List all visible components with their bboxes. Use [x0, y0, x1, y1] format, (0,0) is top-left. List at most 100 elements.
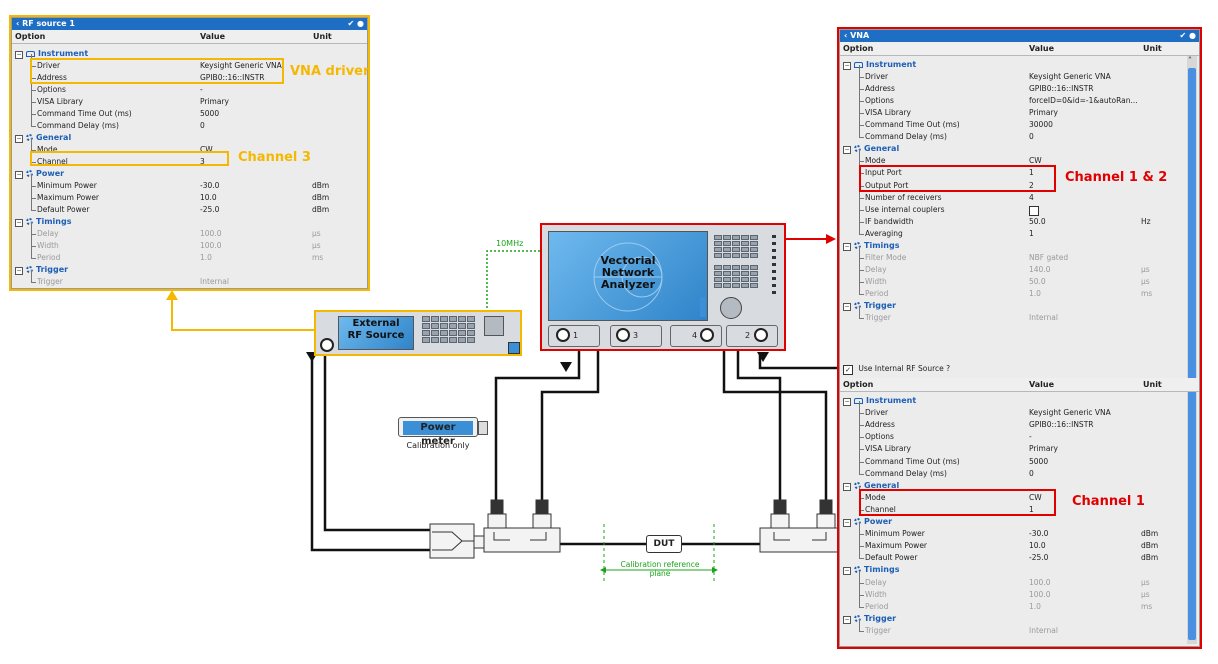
- property-row[interactable]: Command Time Out (ms)5000: [840, 449, 1199, 468]
- property-value[interactable]: GPIB0::16::INSTR: [1029, 420, 1094, 430]
- property-value[interactable]: 10.0: [1029, 541, 1046, 551]
- property-value[interactable]: Keysight Generic VNA: [1029, 72, 1111, 82]
- property-value[interactable]: CW: [1029, 492, 1042, 502]
- collapse-toggle-icon[interactable]: −: [15, 51, 23, 59]
- back-chevron-icon[interactable]: ‹: [16, 19, 20, 28]
- property-value[interactable]: 0: [1029, 132, 1034, 142]
- property-row[interactable]: Command Delay (ms)0: [840, 461, 1199, 480]
- section-header[interactable]: −Instrument: [840, 395, 1199, 407]
- ext-source-power-button[interactable]: [508, 342, 520, 354]
- property-value[interactable]: 5000: [1029, 456, 1049, 466]
- property-value[interactable]: -30.0: [1029, 529, 1049, 539]
- vna-port-1[interactable]: [556, 328, 570, 342]
- property-value[interactable]: Keysight Generic VNA: [200, 61, 282, 70]
- collapse-toggle-icon[interactable]: −: [843, 615, 851, 624]
- property-value[interactable]: 1.0: [200, 253, 212, 262]
- section-header[interactable]: −General: [12, 132, 367, 144]
- property-value[interactable]: 1: [1029, 504, 1034, 514]
- property-value[interactable]: 30000: [1029, 120, 1053, 130]
- property-value[interactable]: 1: [1029, 228, 1034, 238]
- vna-port-2[interactable]: [754, 328, 768, 342]
- collapse-toggle-icon[interactable]: −: [843, 398, 851, 406]
- ext-source-output-port[interactable]: [320, 338, 334, 352]
- property-value[interactable]: CW: [1029, 156, 1042, 166]
- property-value[interactable]: 1.0: [1029, 601, 1041, 611]
- property-value[interactable]: Primary: [1029, 444, 1058, 454]
- property-value[interactable]: -30.0: [200, 181, 220, 190]
- vna-side-button[interactable]: [700, 297, 706, 317]
- vna-port-3[interactable]: [616, 328, 630, 342]
- vna-scrollbar[interactable]: ˄: [1187, 56, 1197, 644]
- property-row[interactable]: Options-: [12, 78, 367, 96]
- rf-panel-title-bar[interactable]: ‹ RF source 1 ✔ ●: [12, 18, 367, 30]
- property-value[interactable]: 0: [200, 121, 205, 130]
- vna-panel-title-bar[interactable]: ‹ VNA ✔ ●: [840, 30, 1199, 42]
- property-value[interactable]: GPIB0::16::INSTR: [1029, 84, 1094, 94]
- collapse-toggle-icon[interactable]: −: [843, 146, 851, 155]
- property-value[interactable]: forceID=0&id=-1&autoRan...: [1029, 96, 1138, 106]
- property-value[interactable]: 3: [200, 157, 205, 166]
- property-value[interactable]: Internal: [1029, 313, 1058, 323]
- vna-port-4[interactable]: [700, 328, 714, 342]
- collapse-toggle-icon[interactable]: −: [843, 482, 851, 491]
- vna-knob[interactable]: [720, 297, 742, 319]
- section-header[interactable]: −Instrument: [12, 48, 367, 60]
- property-value[interactable]: GPIB0::16::INSTR: [200, 73, 265, 82]
- property-value[interactable]: NBF gated: [1029, 252, 1069, 262]
- section-header[interactable]: −Power: [840, 516, 1199, 528]
- property-value[interactable]: -: [200, 85, 203, 94]
- power-meter[interactable]: Power meter: [398, 417, 478, 447]
- section-header[interactable]: −Trigger: [840, 300, 1199, 312]
- section-header[interactable]: −Trigger: [840, 613, 1199, 625]
- property-value[interactable]: 140.0: [1029, 264, 1051, 274]
- collapse-toggle-icon[interactable]: −: [15, 219, 23, 227]
- property-row[interactable]: Options-: [840, 425, 1199, 443]
- property-row[interactable]: Command Delay (ms)0: [12, 114, 367, 132]
- property-value[interactable]: 100.0: [200, 241, 222, 250]
- collapse-toggle-icon[interactable]: −: [843, 567, 851, 576]
- property-value[interactable]: Internal: [1029, 625, 1058, 635]
- property-value[interactable]: 5000: [200, 109, 220, 118]
- property-value[interactable]: 2: [1029, 180, 1034, 190]
- collapse-toggle-icon[interactable]: −: [843, 62, 851, 70]
- property-value[interactable]: 50.0: [1029, 276, 1046, 286]
- property-value[interactable]: -25.0: [1029, 553, 1049, 563]
- section-header[interactable]: −Timings: [840, 564, 1199, 576]
- property-row[interactable]: Use internal couplers: [840, 197, 1199, 216]
- collapse-toggle-icon[interactable]: −: [843, 242, 851, 251]
- scroll-up-arrow-icon[interactable]: ˄: [1188, 56, 1192, 65]
- property-value[interactable]: 10.0: [200, 193, 217, 202]
- property-value[interactable]: Primary: [200, 97, 229, 106]
- property-row[interactable]: Command Time Out (ms)5000: [12, 102, 367, 120]
- collapse-toggle-icon[interactable]: −: [15, 135, 23, 143]
- external-rf-source-instrument[interactable]: External RF Source: [314, 310, 522, 356]
- property-value[interactable]: CW: [200, 145, 213, 154]
- use-internal-rf-source-row[interactable]: ✓ Use Internal RF Source ?: [843, 363, 950, 375]
- dut-box[interactable]: DUT: [646, 535, 682, 553]
- collapse-toggle-icon[interactable]: −: [15, 267, 23, 275]
- section-header[interactable]: −Timings: [840, 240, 1199, 252]
